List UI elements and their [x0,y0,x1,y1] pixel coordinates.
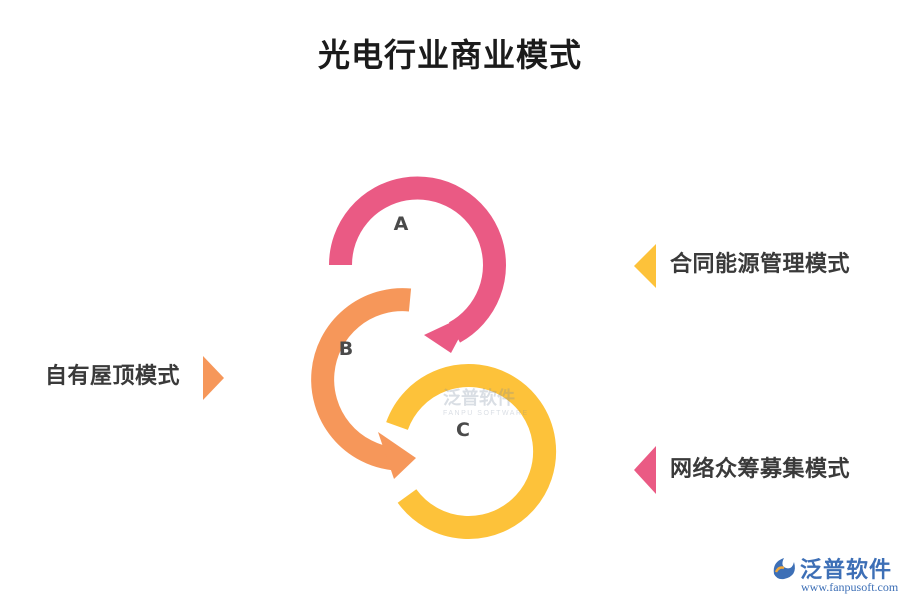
watermark: 泛普软件 FANPU SOFTWARE [443,384,529,417]
watermark-subtext: FANPU SOFTWARE [443,410,529,417]
brand-icon [773,558,795,580]
label-own-rooftop: 自有屋顶模式 [45,364,181,389]
circle-b-arc [311,288,412,471]
circle-b [311,288,416,479]
brand-url: www.fanpusoft.com [801,580,899,594]
circle-c-letter: C [456,419,470,441]
circle-a [329,176,506,353]
page-title: 光电行业商业模式 [317,36,582,74]
label-crowdfunding: 网络众筹募集模式 [670,457,851,482]
brand-logo: 泛普软件 www.fanpusoft.com [770,552,899,596]
marker-right-yellow [634,244,656,288]
circle-a-arrowhead [424,312,473,353]
marker-right-pink [634,446,656,494]
circle-b-arrowhead [378,432,416,479]
circle-c [386,363,557,539]
circle-c-arc [386,363,557,539]
watermark-text: 泛普软件 [443,388,515,408]
circle-b-letter: B [339,338,353,360]
circle-a-arc [329,176,506,343]
circle-a-letter: A [394,213,409,235]
brand-name: 泛普软件 [800,558,893,583]
marker-left-orange [203,356,224,400]
label-contract-energy: 合同能源管理模式 [670,252,851,277]
